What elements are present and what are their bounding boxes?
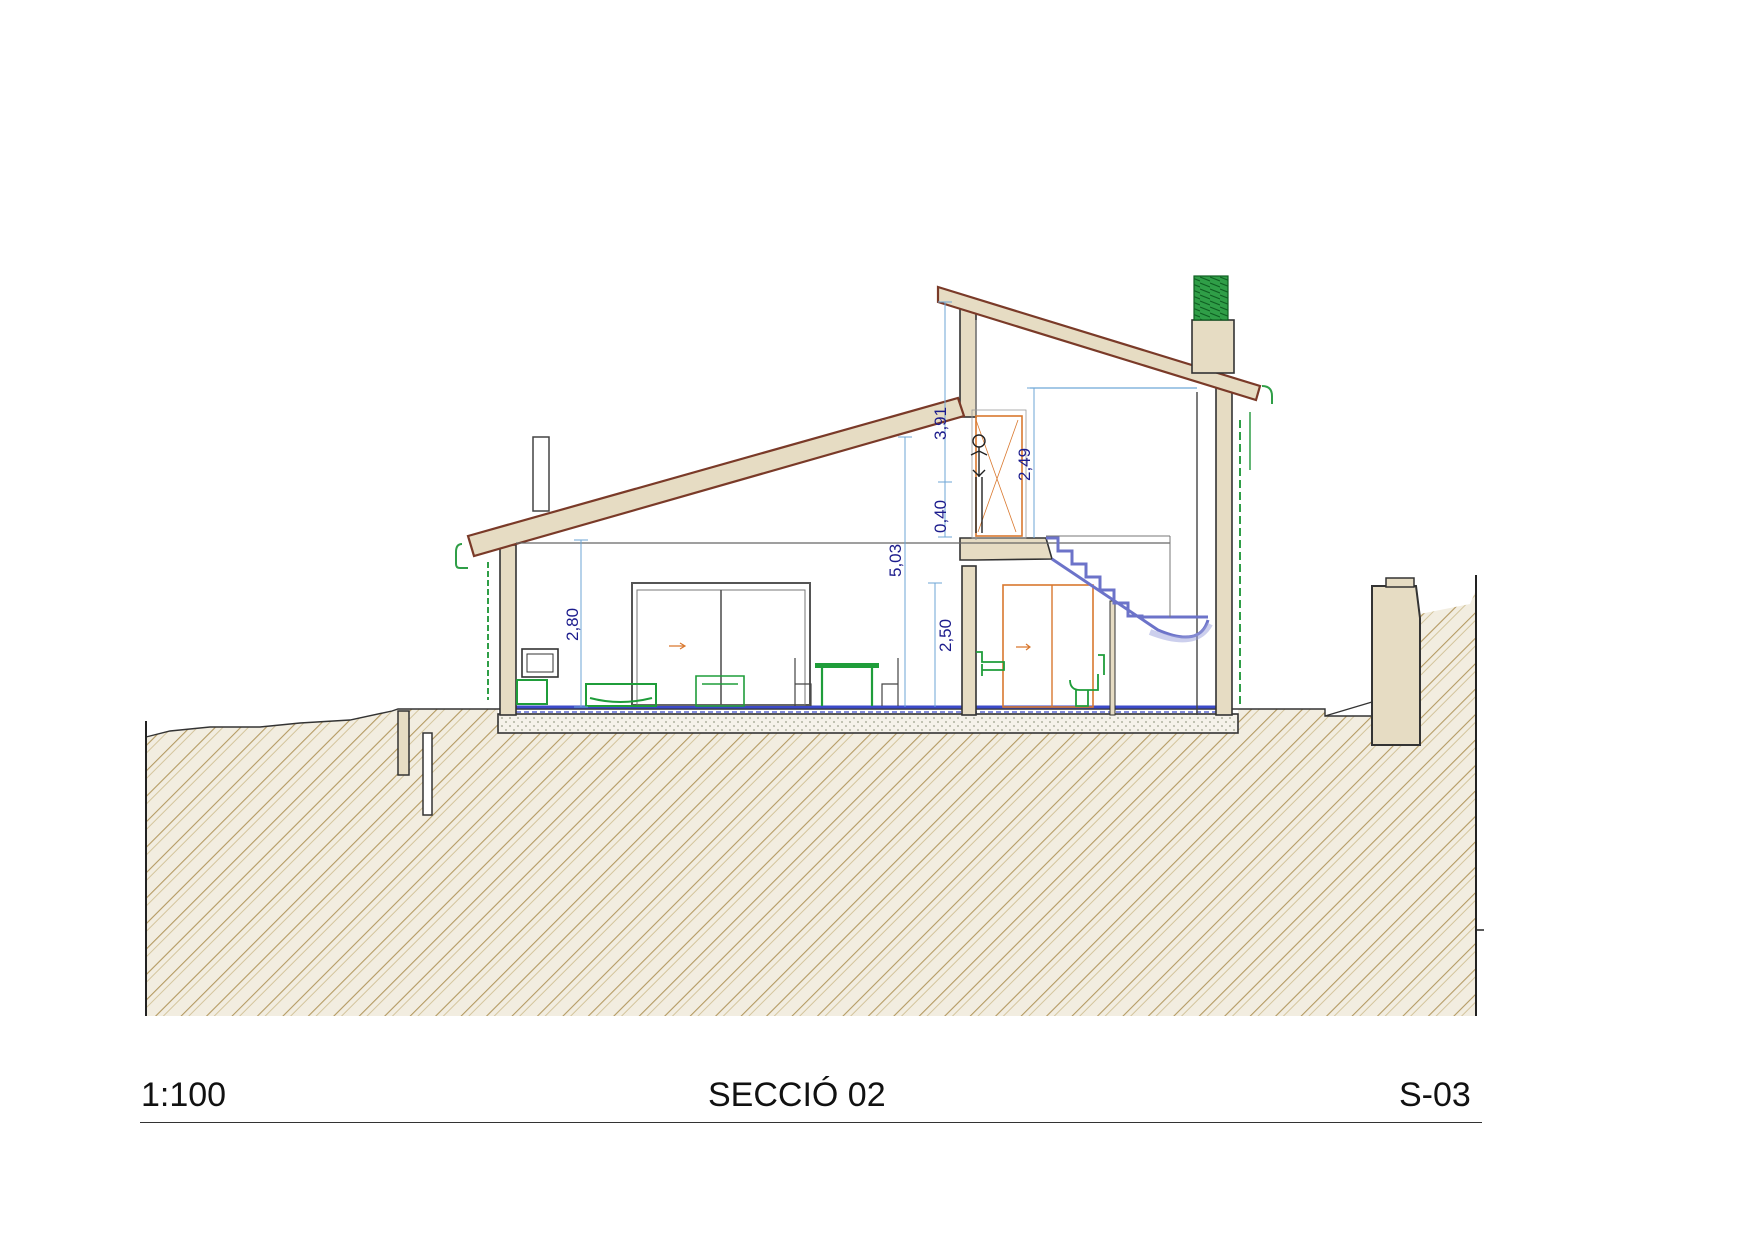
title-rule [140, 1122, 1482, 1123]
lower-roof [466, 396, 966, 558]
upper-door-swing [975, 419, 1019, 533]
dim-railing: 0,40 [931, 500, 950, 533]
terrain-left [146, 709, 498, 1016]
drawing-title: SECCIÓ 02 [708, 1076, 886, 1114]
retaining-wall [1371, 585, 1421, 746]
upper-floor-slab [959, 537, 1054, 561]
dim-ground-floor-service: 2,50 [936, 619, 955, 652]
pile-left-1 [397, 710, 410, 776]
left-exterior-wall [499, 544, 517, 716]
dim-upper-height: 3,91 [931, 407, 950, 440]
chair-left-icon [794, 658, 812, 706]
retaining-wall-brace [1324, 701, 1373, 717]
central-wall-lower [961, 565, 977, 716]
fireplace-inner [526, 653, 554, 673]
chimney-cap-icon [1193, 275, 1229, 321]
terrain-profile-line [145, 708, 1372, 738]
foundation-slab [497, 713, 1239, 734]
wall-tap-icon [1098, 654, 1105, 675]
right-gutter [1261, 385, 1273, 404]
left-flue [532, 436, 550, 512]
chair-right-icon [881, 658, 899, 706]
drawing-scale: 1:100 [141, 1076, 227, 1114]
right-exterior-wall [1215, 379, 1233, 716]
interior-door [1002, 584, 1094, 708]
dim-upper-room: 2,49 [1015, 448, 1034, 481]
dim-total-height: 5,03 [886, 544, 905, 577]
central-wall-upper [959, 308, 977, 418]
chimney-stack [1191, 319, 1235, 374]
dimension-lines [574, 301, 1041, 708]
window-opening-arrow-icon [669, 642, 687, 650]
toilet-icon [1069, 674, 1099, 707]
stair-soffit-shadow [1148, 622, 1213, 643]
terrain-under-house [498, 729, 1238, 1016]
sink-icon [976, 651, 1005, 676]
retaining-wall-cap [1385, 577, 1415, 588]
person-figure-icon [970, 434, 988, 533]
dim-ground-floor-living: 2,80 [563, 608, 582, 641]
side-table-icon [516, 679, 548, 705]
pile-left-2 [422, 732, 433, 816]
terrain-right [1238, 590, 1476, 1016]
stair-steps [1046, 536, 1208, 619]
dining-table-top [815, 663, 879, 668]
upper-door [975, 415, 1023, 537]
armchair-icon [695, 675, 745, 707]
upper-door-frame [971, 409, 1027, 539]
door-opening-arrow-icon [1016, 643, 1031, 651]
upper-roof [936, 285, 1262, 402]
sofa-icon [585, 683, 657, 707]
stair-soffit [1051, 557, 1210, 639]
left-gutter [455, 543, 468, 569]
sheet-number: S-03 [1399, 1076, 1471, 1114]
interior-partition [1109, 600, 1116, 716]
dining-table-legs [820, 668, 874, 706]
